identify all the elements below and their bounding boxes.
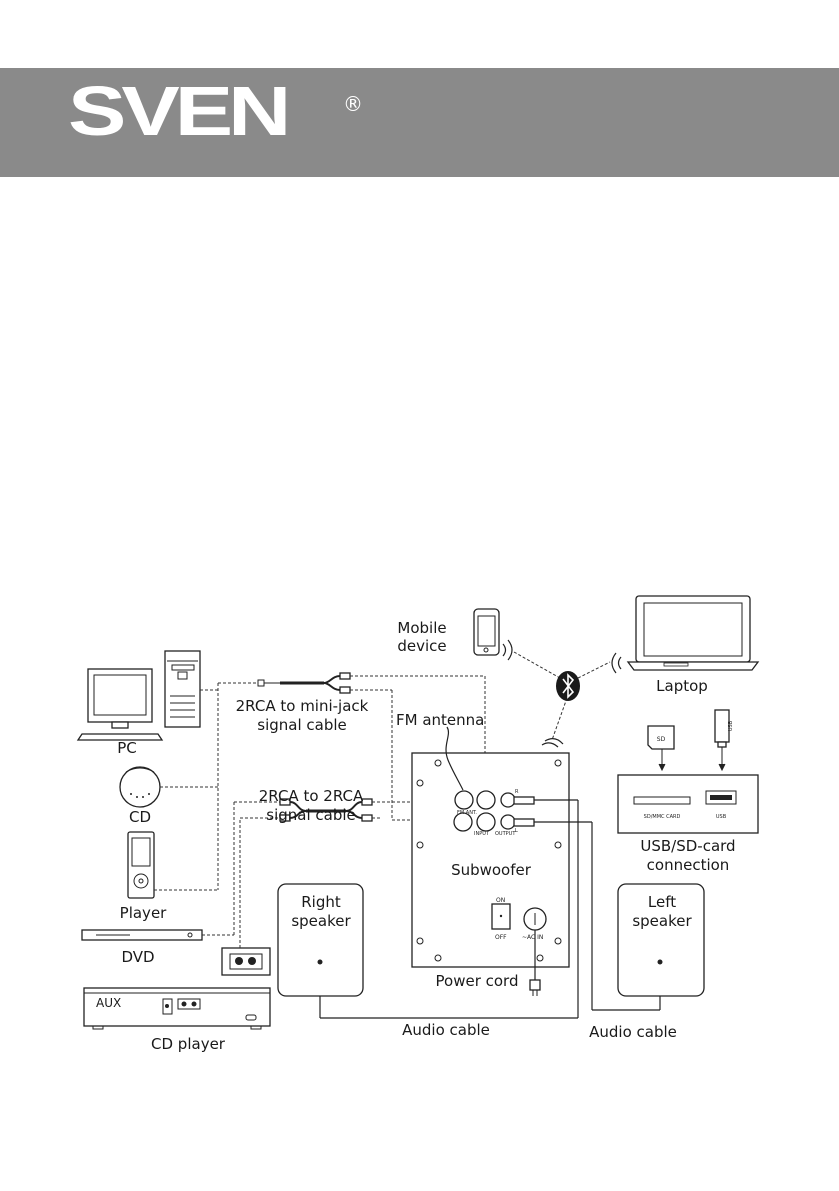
panel-on: ON (496, 897, 505, 904)
pc-icon (78, 651, 200, 740)
left-speaker-label-1: Left (648, 893, 676, 911)
right-speaker-label-2: speaker (291, 912, 351, 930)
panel-l: L (515, 828, 518, 834)
mobile-device-label-1: Mobile (397, 619, 446, 637)
aux-label: AUX (96, 996, 121, 1010)
right-speaker-label-1: Right (301, 893, 341, 911)
usb-stick-icon (715, 710, 729, 770)
rca-cable-label-1: 2RCA to 2RCA (259, 787, 364, 805)
audio-cable-right-label: Audio cable (589, 1023, 677, 1041)
player-icon (128, 832, 154, 898)
sd-mmc-slot-label: SD/MMC CARD (644, 814, 681, 820)
cd-icon (120, 767, 160, 807)
bluetooth-icon (556, 671, 580, 701)
dvd-label: DVD (121, 948, 154, 966)
sd-card-icon (648, 726, 674, 770)
laptop-label: Laptop (656, 677, 708, 695)
usb-sd-label-1: USB/SD-card (640, 837, 735, 855)
panel-ac-in: ~AC IN (522, 934, 543, 941)
panel-r: R (515, 789, 519, 795)
dvd-icon (82, 930, 202, 940)
usb-sd-label-2: connection (647, 856, 730, 874)
panel-output: OUTPUT (495, 831, 516, 837)
sd-card-label: SD (657, 736, 666, 743)
cd-label: CD (129, 808, 151, 826)
panel-fm-ant: FM ANT. (457, 810, 477, 816)
usb-slot-label: USB (716, 814, 727, 820)
audio-cable-left-label: Audio cable (402, 1021, 490, 1039)
player-label: Player (120, 904, 168, 922)
rca-cable-label-2: signal cable (266, 806, 356, 824)
power-cord-label: Power cord (436, 972, 519, 990)
minijack-cable-label-2: signal cable (257, 716, 347, 734)
rca-jack-panel (222, 948, 270, 975)
pc-label: PC (117, 739, 137, 757)
fm-antenna-label: FM antenna (396, 711, 484, 729)
usb-stick-label: USB (728, 720, 734, 731)
left-speaker-label-2: speaker (632, 912, 692, 930)
panel-off: OFF (495, 934, 507, 941)
cd-player-label: CD player (151, 1035, 226, 1053)
subwoofer-label: Subwoofer (451, 861, 532, 879)
mobile-device-icon (474, 609, 499, 655)
panel-input: INPUT (474, 831, 490, 837)
minijack-cable-label-1: 2RCA to mini-jack (236, 697, 369, 715)
subwoofer-panel (412, 753, 569, 967)
laptop-icon (628, 596, 758, 670)
usb-sd-reader (618, 775, 758, 833)
mobile-device-label-2: device (397, 637, 446, 655)
